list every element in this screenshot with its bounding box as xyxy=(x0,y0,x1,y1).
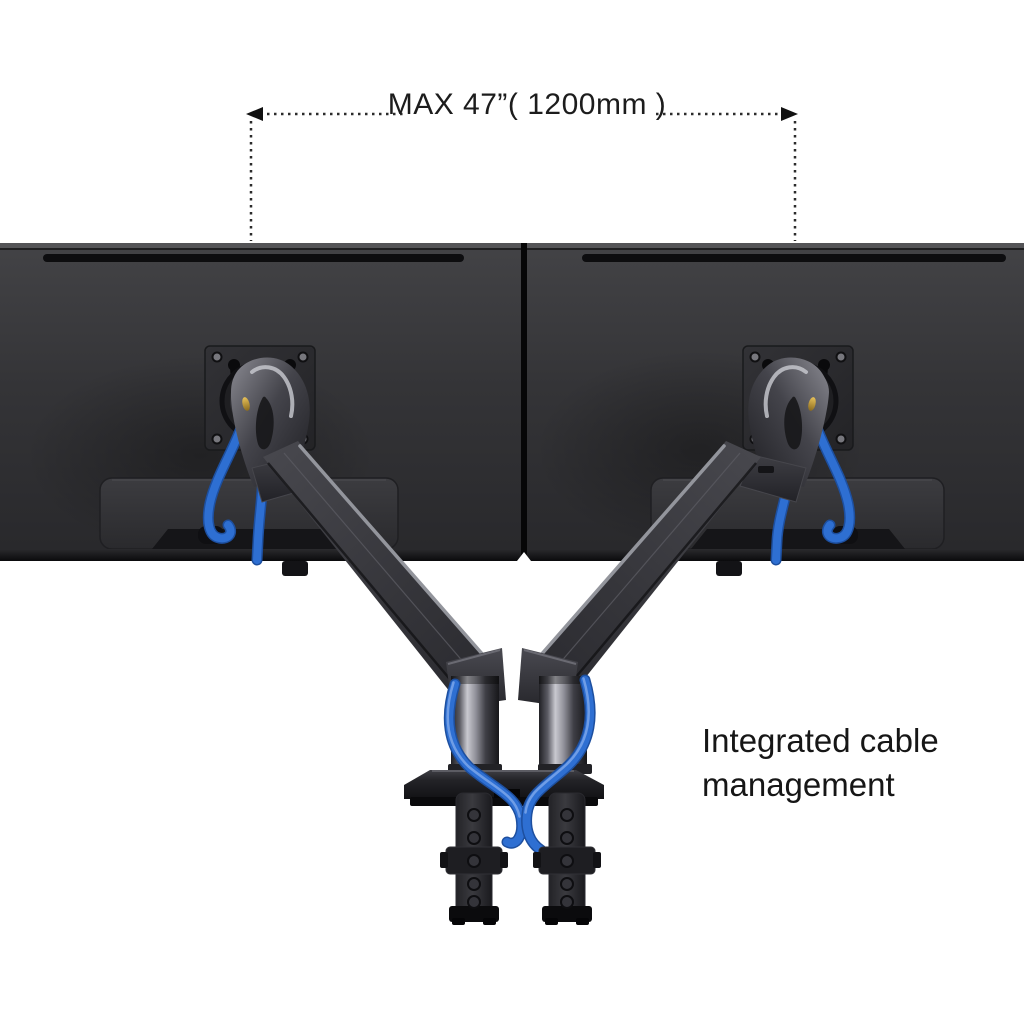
right-vesa-mount xyxy=(739,345,856,566)
left-post-screws xyxy=(467,808,481,909)
cable-management-caption-line1: Integrated cable xyxy=(702,722,939,759)
left-vent-slot xyxy=(43,254,464,262)
dimension-arrow-left-icon xyxy=(246,107,263,121)
cable-management-caption-line2: management xyxy=(702,765,895,803)
right-arm xyxy=(518,441,761,708)
left-spring-pin xyxy=(242,397,250,411)
dimension-indicator xyxy=(246,107,798,241)
max-span-label: MAX 47”( 1200mm ) xyxy=(387,88,667,121)
blue-cables xyxy=(443,674,596,856)
right-vent-slot xyxy=(582,254,1006,262)
right-clamp-post xyxy=(533,792,601,925)
right-spring-pin xyxy=(808,397,816,411)
dimension-arrow-right-icon xyxy=(781,107,798,121)
right-post-screws xyxy=(560,808,574,909)
right-elbow-joint xyxy=(739,454,807,503)
left-clamp-post xyxy=(440,792,508,925)
monitor-gap xyxy=(517,243,531,561)
cable-management-caption: Integrated cable management xyxy=(702,719,939,807)
